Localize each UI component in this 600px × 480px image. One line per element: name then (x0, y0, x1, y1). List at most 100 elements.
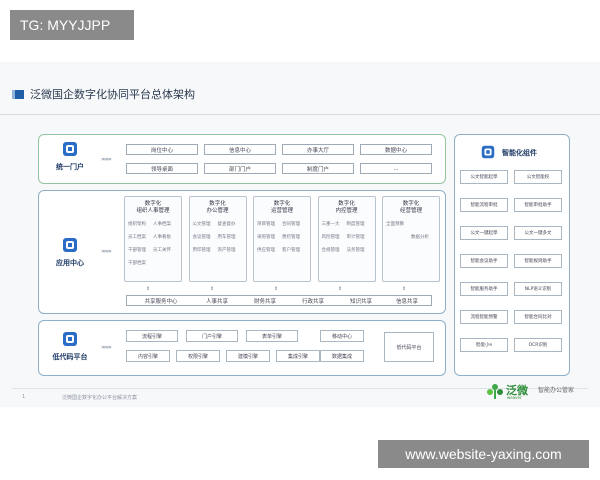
lowcode-label: 低代码平台 (52, 353, 88, 361)
smart-item: 公文一键多文 (514, 226, 562, 240)
app-cell: 法务管理 (346, 248, 365, 253)
engine-box: 流程引擎 (126, 330, 178, 342)
portal-panel (38, 134, 446, 184)
app-cell: 数据分析 (411, 235, 429, 240)
app-cell: 供应管理 (257, 248, 275, 253)
app-column-title: 数字化 组织人事管理 (136, 201, 170, 214)
app-cell: 采购管理 (257, 235, 275, 240)
smart-logo-icon (481, 145, 495, 159)
app-cell: 三重一大 (321, 222, 340, 227)
app-connectors: ⇕⇕⇕⇕⇕ (146, 286, 407, 292)
app-cell: 合规管理 (321, 248, 340, 253)
smart-item: 公文智能起草 (460, 170, 508, 184)
brand-name: 泛微 (506, 384, 528, 397)
mid-box: 数据集成 (320, 350, 364, 362)
app-column-cells: 组织架构人事档案员工档案人事看板干部管理员工关怀干部档案 (125, 215, 181, 266)
portal-logo-icon (63, 142, 77, 156)
footer-page: 1 (22, 394, 26, 400)
title-divider (0, 114, 600, 115)
smart-item: 公文智能校 (514, 170, 562, 184)
app-column: 数字化 经营管理全面预算数据分析 (382, 196, 440, 282)
portal-item: 信息中心 (204, 144, 276, 155)
app-cell (153, 260, 178, 266)
smart-grid: 公文智能起草公文智能校智能流程审批智能审批助手公文一键起草公文一键多文智能会议助… (460, 170, 564, 370)
shared-service-bar: 共享服务中心 人事共享 财务共享 行政共享 知识共享 信息共享 (126, 295, 432, 306)
lowcode-arrows: ››››››› (101, 344, 112, 351)
app-column-cells: 三重一大制度管理风险管理审计管理合规管理法务管理 (319, 215, 375, 260)
app-cell: 员工关怀 (153, 248, 171, 253)
shared-service-item: 共享服务中心 (129, 297, 193, 305)
app-column-title: 数字化 运营管理 (270, 201, 293, 214)
footer-caption: 泛微国企数字化办公平台解决方案 (62, 395, 138, 401)
app-column-cells: 全面预算数据分析 (383, 215, 439, 254)
app-cell: 督查督办 (217, 222, 236, 227)
smart-item: NLP语义识别 (514, 282, 562, 296)
engine-box: 权限引擎 (176, 350, 220, 362)
smart-item: 智能会议助手 (460, 254, 508, 268)
smart-header: 智能化组件 (480, 144, 560, 160)
app-cell: 全面预算 (386, 222, 404, 227)
smart-item: 公文一键起草 (460, 226, 508, 240)
app-column: 数字化 运营管理项目管理 合同管理采购管理 费控管理供应管理 客户管理 (253, 196, 311, 282)
portal-item: 办事大厅 (282, 144, 354, 155)
app-cell: 干部管理 (128, 248, 146, 253)
watermark-top: TG: MYYJJPP (10, 10, 134, 40)
smart-item: 智能规则助手 (514, 254, 562, 268)
portal-arrows: ››››››› (101, 156, 112, 163)
portal-logo: 统一门户 (40, 140, 100, 172)
lowcode-panel (38, 320, 446, 376)
app-column: 数字化 办公管理公文管理 督查督办会议管理 用车管理用印管理 资产管理 (188, 196, 247, 282)
portal-item: 制度门户 (282, 163, 354, 174)
watermark-bottom: www.website-yaxing.com (378, 440, 589, 468)
portal-item: 领导桌面 (126, 163, 198, 174)
app-column: 数字化 内控管理三重一大制度管理风险管理审计管理合规管理法务管理 (317, 196, 376, 282)
shared-service-item: 财务共享 (243, 297, 287, 305)
app-cell: 制度管理 (346, 222, 365, 227)
app-cell: 合同管理 (282, 222, 300, 227)
app-cell: 人事档案 (153, 222, 171, 227)
smart-item: 智能流程审批 (460, 198, 508, 212)
title-square-icon (12, 90, 24, 99)
lowcode-platform-box: 低代码平台 (384, 332, 434, 362)
smart-item: 智能合同比对 (514, 310, 562, 324)
smart-item: 智能小e (460, 338, 508, 352)
engine-box: 表单引擎 (246, 330, 298, 342)
app-cell (386, 234, 411, 240)
shared-service-item: 知识共享 (339, 297, 383, 305)
portal-label: 统一门户 (56, 163, 84, 171)
brand-slogan: 智能办公管家 (538, 387, 575, 394)
portal-item: 部门门户 (204, 163, 276, 174)
engine-box: 门户引擎 (186, 330, 238, 342)
portal-item: 岗位中心 (126, 144, 198, 155)
brand-logo: 泛微 weaver 智能办公管家 (486, 380, 586, 404)
slide-title: 泛微国企数字化协同平台总体架构 (12, 86, 195, 102)
app-cell: 公文管理 (192, 222, 211, 227)
app-column: 数字化 组织人事管理组织架构人事档案员工档案人事看板干部管理员工关怀干部档案 (124, 196, 182, 282)
app-cell: 用车管理 (217, 235, 236, 240)
smart-title: 智能化组件 (502, 149, 537, 157)
app-logo-icon (63, 238, 77, 252)
lowcode-logo: 低代码平台 (40, 330, 100, 362)
mid-box: 移动中心 (320, 330, 364, 342)
shared-service-item: 信息共享 (385, 297, 429, 305)
app-label: 应用中心 (56, 259, 84, 267)
smart-item: 流程智能预警 (460, 310, 508, 324)
brand-leaf-icon (487, 384, 503, 399)
app-cell: 会议管理 (192, 235, 211, 240)
app-logo: 应用中心 (40, 236, 100, 268)
app-cell: 资产管理 (217, 248, 236, 253)
footer-divider (12, 388, 588, 389)
slide-title-text: 泛微国企数字化协同平台总体架构 (30, 88, 195, 101)
app-cell: 费控管理 (282, 235, 300, 240)
app-cell: 客户管理 (282, 248, 300, 253)
app-columns: 数字化 组织人事管理组织架构人事档案员工档案人事看板干部管理员工关怀干部档案数字… (124, 196, 440, 282)
app-column-title: 数字化 内控管理 (335, 201, 358, 214)
app-column-title: 数字化 办公管理 (206, 201, 229, 214)
app-cell: 用印管理 (192, 248, 211, 253)
portal-item: 数据中心 (360, 144, 432, 155)
app-cell: 项目管理 (257, 222, 275, 227)
app-column-title: 数字化 经营管理 (399, 201, 422, 214)
app-column-cells: 项目管理 合同管理采购管理 费控管理供应管理 客户管理 (254, 215, 310, 260)
app-cell: 干部档案 (128, 261, 146, 266)
app-cell: 审计管理 (346, 235, 365, 240)
